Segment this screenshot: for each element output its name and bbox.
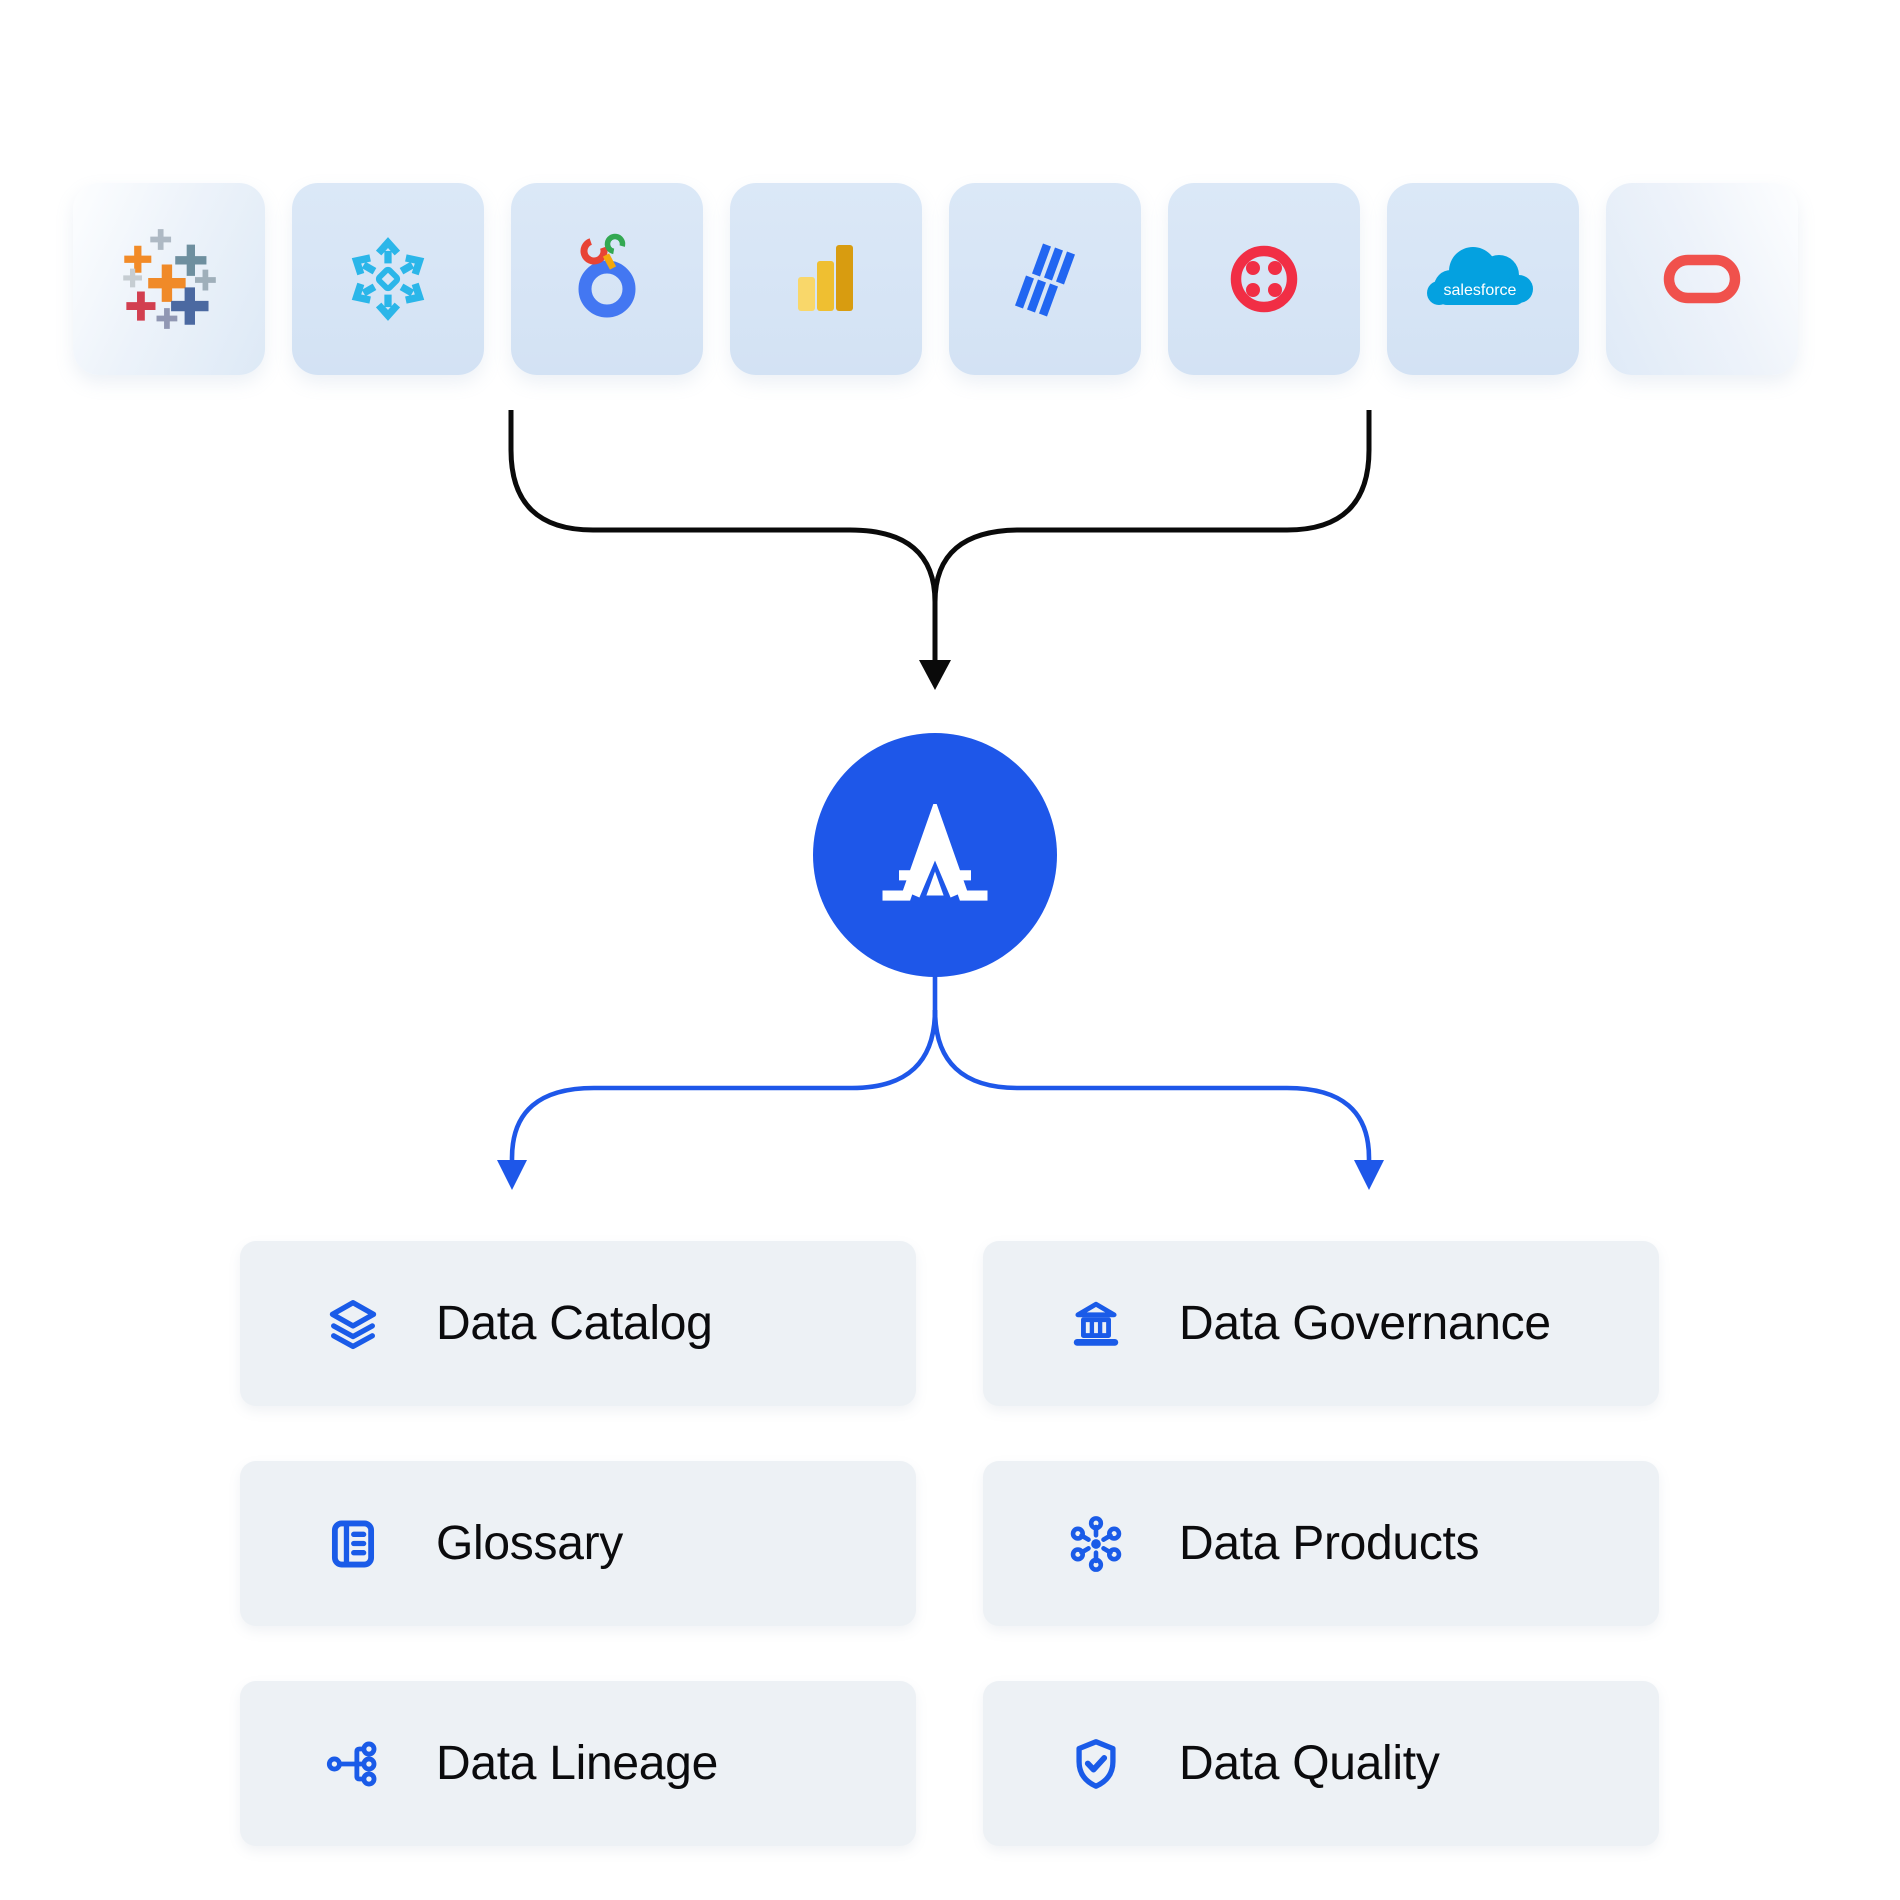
tile-tableau bbox=[73, 183, 265, 375]
black-arrowhead-icon bbox=[919, 660, 951, 690]
integration-tiles-row: salesforce bbox=[73, 183, 1798, 375]
card-label: Glossary bbox=[436, 1516, 623, 1570]
blue-arrowhead-right-icon bbox=[1354, 1160, 1384, 1190]
fivetran-logo bbox=[995, 229, 1095, 329]
book-icon bbox=[324, 1515, 382, 1573]
oracle-logo bbox=[1652, 229, 1752, 329]
card-data-lineage: Data Lineage bbox=[240, 1681, 916, 1846]
bank-icon bbox=[1067, 1295, 1125, 1353]
tile-twilio bbox=[1168, 183, 1360, 375]
bottom-split-arrow bbox=[509, 976, 1372, 1164]
tile-salesforce: salesforce bbox=[1387, 183, 1579, 375]
hub-atlan-circle bbox=[813, 733, 1057, 977]
tile-snowflake bbox=[292, 183, 484, 375]
hub-icon bbox=[1067, 1515, 1125, 1573]
tile-fivetran bbox=[949, 183, 1141, 375]
salesforce-logo: salesforce bbox=[1423, 237, 1543, 321]
tile-looker bbox=[511, 183, 703, 375]
atlan-logo bbox=[860, 803, 1010, 903]
power-bi-logo bbox=[776, 229, 876, 329]
card-label: Data Quality bbox=[1179, 1736, 1440, 1790]
top-funnel-arrow bbox=[508, 410, 1372, 664]
lineage-icon bbox=[324, 1735, 382, 1793]
tile-oracle bbox=[1606, 183, 1798, 375]
card-data-quality: Data Quality bbox=[983, 1681, 1659, 1846]
looker-logo bbox=[557, 229, 657, 329]
snowflake-logo bbox=[336, 227, 440, 331]
shield-check-icon bbox=[1067, 1735, 1125, 1793]
layers-icon bbox=[324, 1295, 382, 1353]
card-data-governance: Data Governance bbox=[983, 1241, 1659, 1406]
tile-power-bi bbox=[730, 183, 922, 375]
twilio-logo bbox=[1214, 229, 1314, 329]
tableau-logo bbox=[117, 227, 221, 331]
card-label: Data Lineage bbox=[436, 1736, 718, 1790]
card-data-catalog: Data Catalog bbox=[240, 1241, 916, 1406]
card-glossary: Glossary bbox=[240, 1461, 916, 1626]
card-data-products: Data Products bbox=[983, 1461, 1659, 1626]
card-label: Data Governance bbox=[1179, 1296, 1551, 1350]
blue-arrowhead-left-icon bbox=[497, 1160, 527, 1190]
card-label: Data Catalog bbox=[436, 1296, 713, 1350]
salesforce-wordmark: salesforce bbox=[1444, 282, 1517, 299]
card-label: Data Products bbox=[1179, 1516, 1480, 1570]
